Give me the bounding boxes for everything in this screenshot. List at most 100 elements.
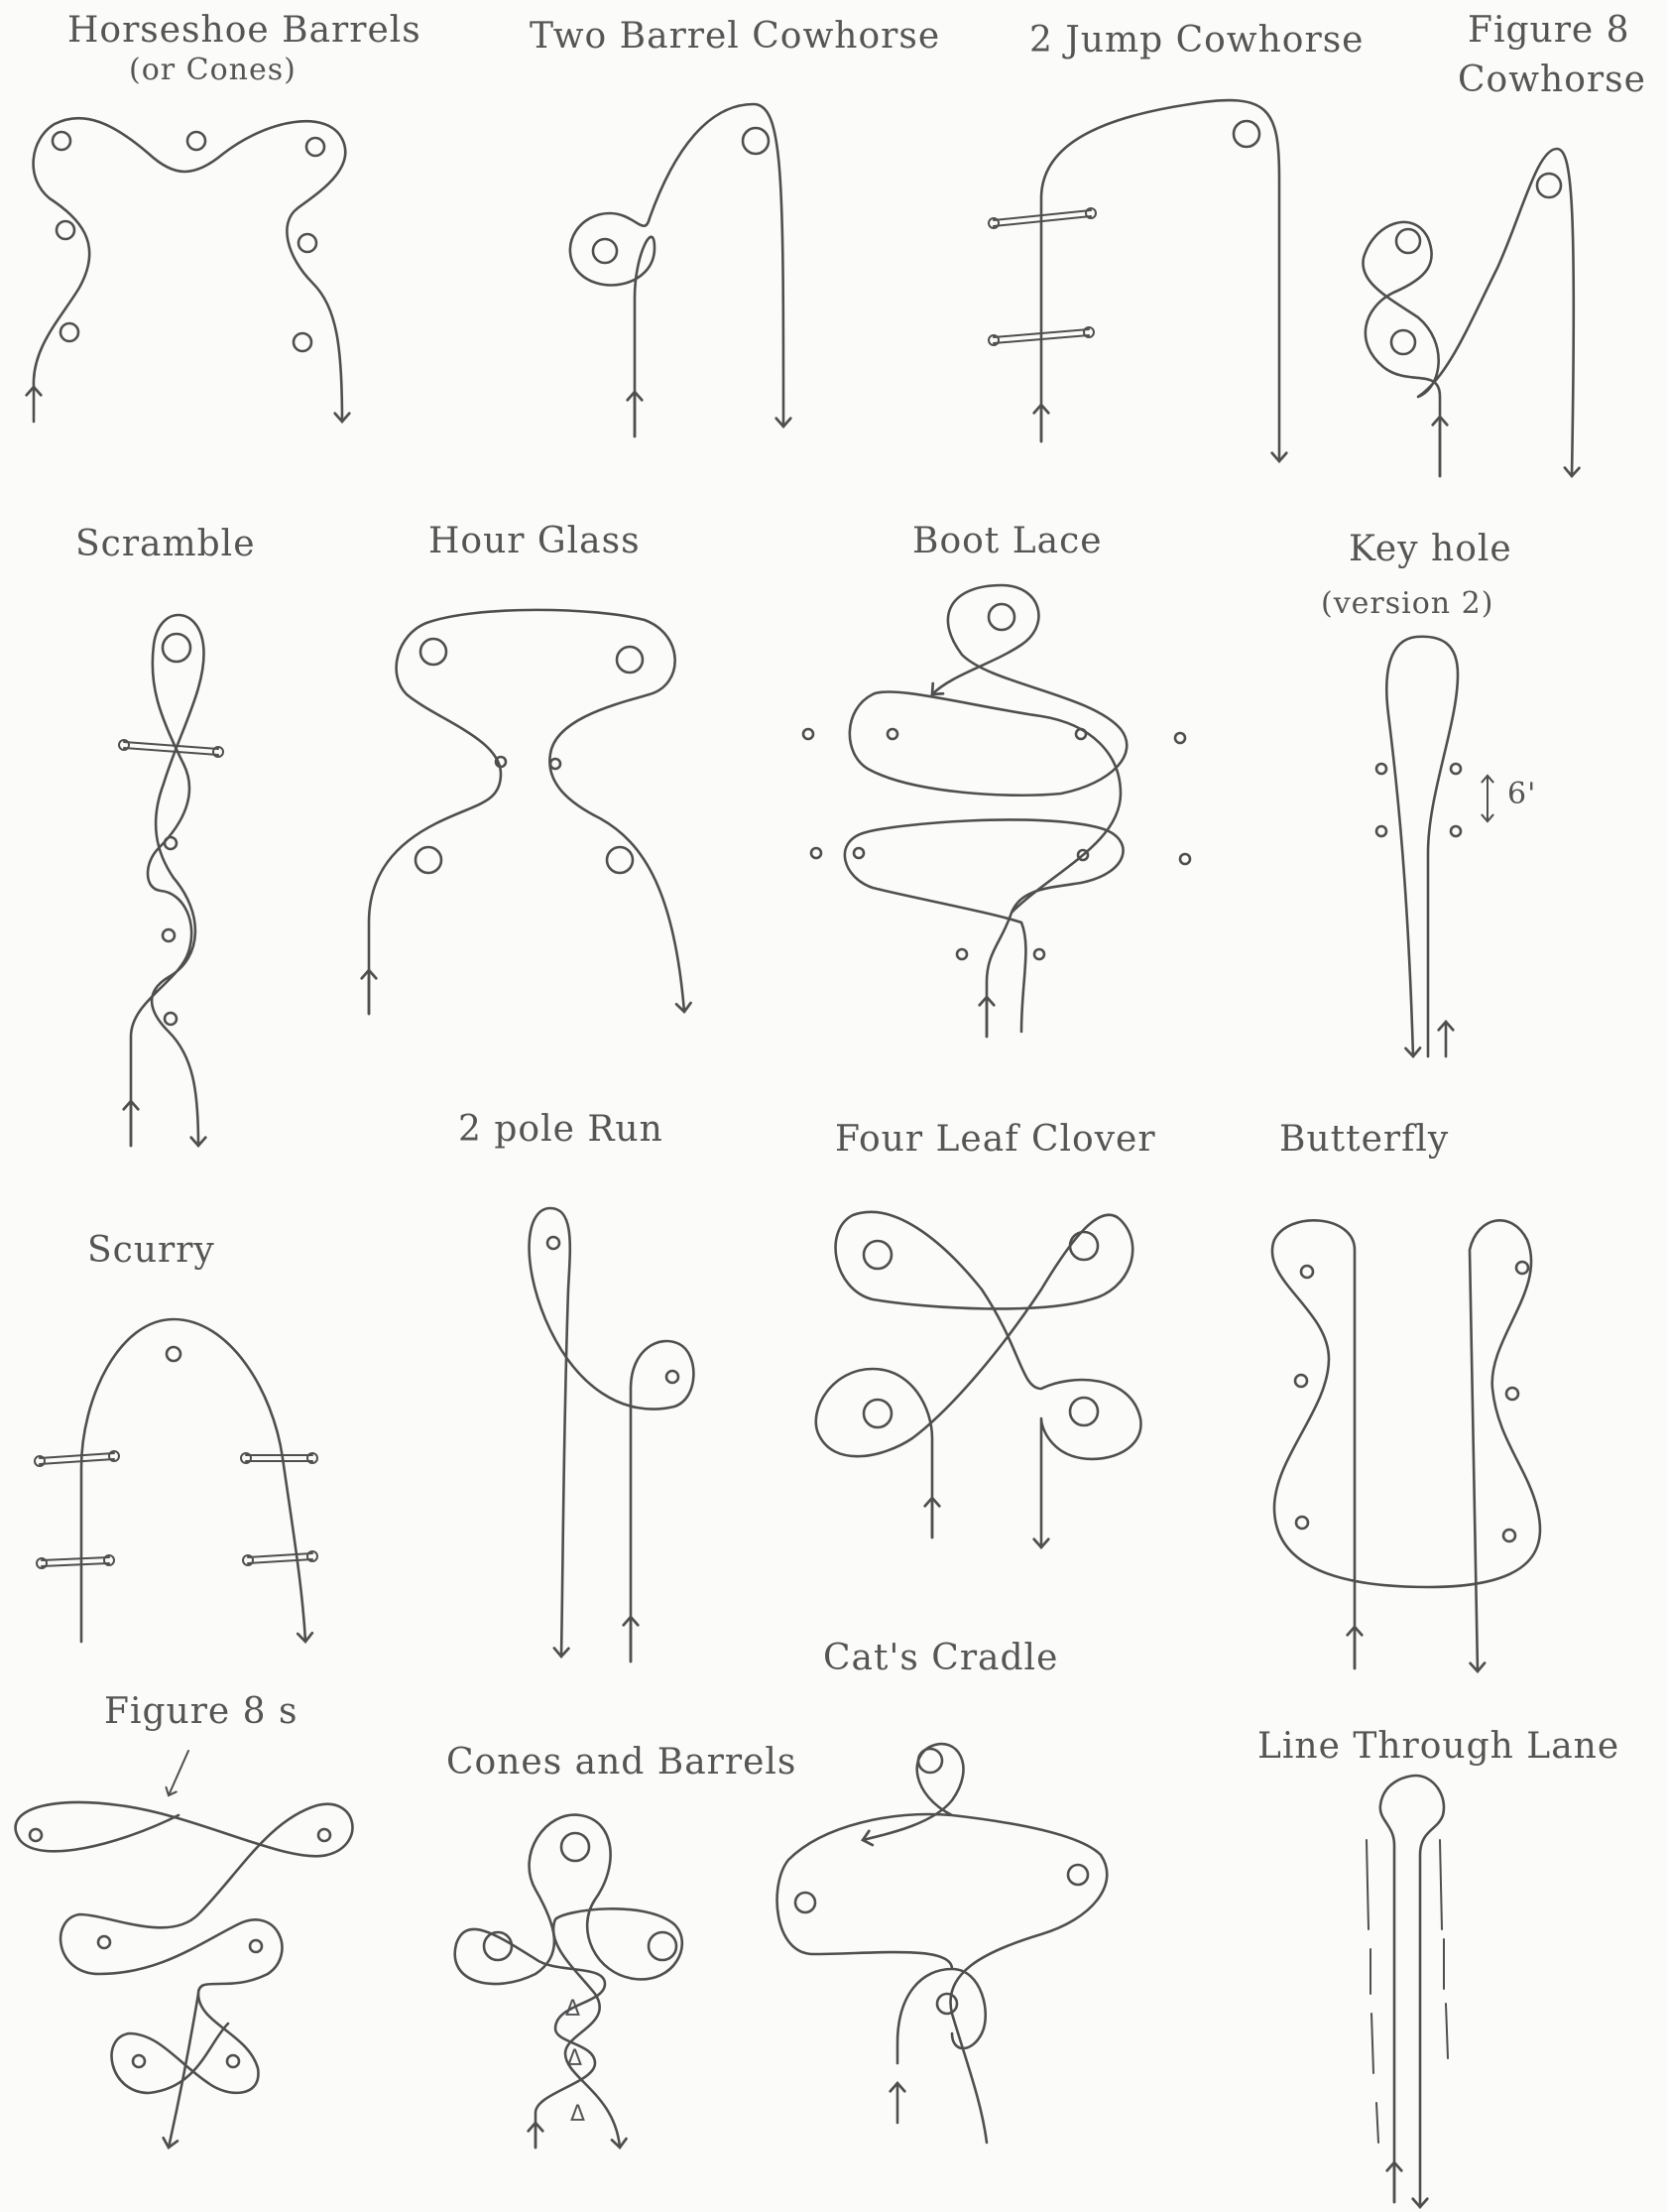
- barrel: [862, 1398, 893, 1429]
- pole: [1173, 731, 1187, 745]
- run-path: [814, 1210, 1142, 1550]
- butterfly-title: Butterfly: [1279, 1119, 1449, 1160]
- cones-barrels-title: Cones and Barrels: [446, 1742, 796, 1782]
- run-path: [1385, 635, 1460, 1059]
- run-path: [1039, 98, 1288, 464]
- boot-lace-pattern: Boot Lace: [801, 521, 1192, 1039]
- pole: [809, 846, 823, 860]
- run-path: [367, 608, 692, 1016]
- barrel: [418, 637, 448, 667]
- barrel: [1394, 227, 1422, 255]
- cone: Δ: [570, 2102, 585, 2127]
- barrel: [51, 130, 72, 152]
- entry-arrow: [165, 1750, 189, 1797]
- pole: [955, 947, 969, 961]
- jump: [118, 739, 224, 758]
- barrel: [1535, 172, 1563, 199]
- jump: [242, 1550, 318, 1566]
- jump: [34, 1450, 120, 1467]
- horseshoe-subtitle: (or Cones): [129, 53, 297, 87]
- lane-markers: [1366, 1839, 1449, 2144]
- cones-and-barrels-pattern: Cones and Barrels Δ Δ Δ: [446, 1742, 796, 2151]
- hour-glass-title: Hour Glass: [428, 521, 641, 561]
- figure8-cowhorse-pattern: Figure 8 Cowhorse: [1362, 10, 1646, 479]
- jump: [240, 1452, 318, 1464]
- pole: [1501, 1528, 1517, 1543]
- run-path: [528, 1206, 695, 1663]
- pole: [1293, 1373, 1309, 1389]
- run-path: [79, 1317, 314, 1645]
- pole: [1449, 762, 1463, 776]
- barrel: [862, 1239, 893, 1271]
- pole: [225, 2053, 241, 2069]
- four-leaf-clover-pattern: Four Leaf Clover: [814, 1119, 1156, 1550]
- keyhole-title: Key hole: [1349, 529, 1512, 569]
- pole: [163, 1011, 179, 1027]
- two-barrel-title: Two Barrel Cowhorse: [530, 16, 940, 57]
- pole: [131, 2053, 147, 2069]
- run-path: [1378, 1774, 1446, 2210]
- pole: [1514, 1260, 1530, 1276]
- two-barrel-cowhorse-pattern: Two Barrel Cowhorse: [530, 16, 940, 438]
- barrel: [559, 1831, 591, 1863]
- barrel: [1068, 1230, 1100, 1262]
- pole: [1374, 762, 1388, 776]
- cats-cradle-title: Cat's Cradle: [823, 1638, 1058, 1678]
- barrel: [741, 126, 771, 156]
- barrel: [647, 1930, 678, 1962]
- horseshoe-title: Horseshoe Barrels: [67, 10, 421, 51]
- barrel: [161, 632, 192, 664]
- two-pole-title: 2 pole Run: [458, 1109, 663, 1150]
- barrel: [605, 845, 635, 875]
- figure8s-title: Figure 8 s: [104, 1691, 298, 1732]
- pole: [248, 1938, 264, 1954]
- figure-8s-pattern: Figure 8 s: [14, 1691, 354, 2151]
- jump: [36, 1554, 115, 1569]
- barrel: [1232, 119, 1261, 149]
- line-through-title: Line Through Lane: [1257, 1726, 1619, 1767]
- scramble-pattern: Scramble: [75, 524, 256, 1149]
- pole: [96, 1934, 112, 1950]
- line-through-lane-pattern: Line Through Lane: [1257, 1726, 1619, 2210]
- four-leaf-title: Four Leaf Clover: [835, 1119, 1156, 1160]
- scurry-pattern: Scurry: [34, 1230, 318, 1645]
- scramble-title: Scramble: [75, 524, 256, 564]
- run-path: [129, 613, 207, 1149]
- barrel: [615, 645, 645, 675]
- pole: [316, 1827, 332, 1843]
- cone: Δ: [567, 2046, 582, 2071]
- pole: [1032, 947, 1046, 961]
- pole: [1374, 824, 1388, 838]
- barrel: [1389, 328, 1417, 356]
- pole: [801, 727, 815, 741]
- barrel: [793, 1891, 817, 1914]
- barrel: [55, 219, 76, 241]
- barrel: [59, 321, 80, 343]
- barrel: [185, 130, 207, 152]
- butterfly-pattern: Butterfly: [1270, 1119, 1542, 1674]
- pole: [1504, 1386, 1520, 1402]
- boot-lace-title: Boot Lace: [912, 521, 1103, 561]
- barrel: [482, 1930, 514, 1962]
- pole: [664, 1369, 680, 1385]
- two-jump-title: 2 Jump Cowhorse: [1029, 20, 1364, 61]
- exit-path: [162, 1992, 200, 2151]
- run-path: [453, 1813, 684, 2151]
- pole: [28, 1827, 44, 1843]
- two-jump-cowhorse-pattern: 2 Jump Cowhorse: [988, 20, 1364, 464]
- pole: [1178, 852, 1192, 866]
- hour-glass-pattern: Hour Glass: [360, 521, 692, 1016]
- run-path: [775, 1742, 1109, 2145]
- barrel: [292, 331, 313, 353]
- barrel: [297, 232, 318, 254]
- figure8-cowhorse-title-1: Figure 8: [1468, 10, 1630, 51]
- pole: [1449, 824, 1463, 838]
- pole: [886, 727, 899, 741]
- scurry-title: Scurry: [87, 1230, 215, 1271]
- barrel: [304, 136, 326, 158]
- horseshoe-barrels-pattern: Horseshoe Barrels (or Cones): [25, 10, 421, 425]
- barrel: [987, 602, 1016, 632]
- figure8-cowhorse-title-2: Cowhorse: [1458, 60, 1646, 100]
